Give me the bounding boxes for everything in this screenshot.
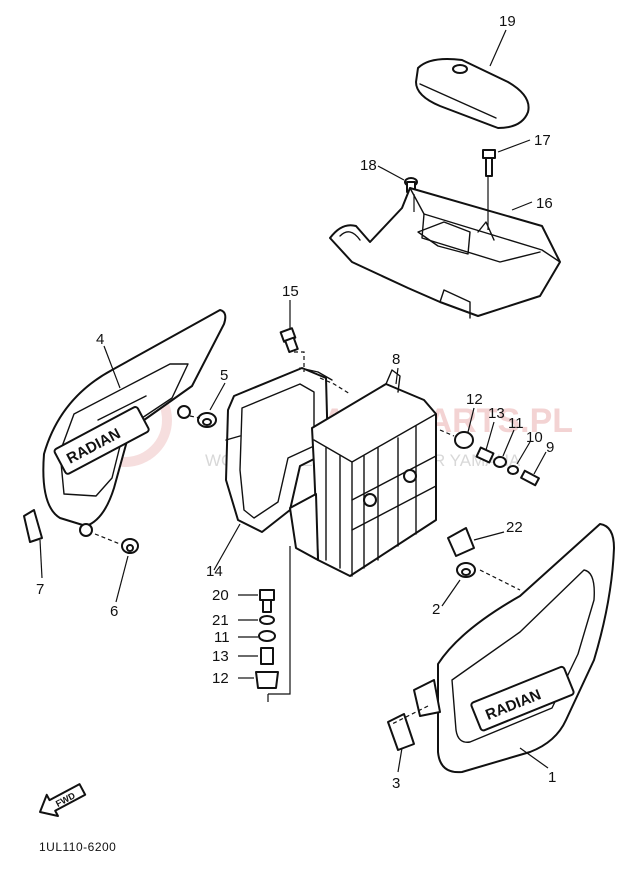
part-9-bolt [520,469,540,487]
lower-hardware-stack[interactable] [255,589,279,689]
part-13-spacer-right [475,446,495,464]
part-11-washer-right [493,456,507,468]
part-17-screw[interactable] [482,149,496,177]
callout-4: 4 [96,331,104,348]
callout-11-lower: 11 [214,629,230,646]
callout-20: 20 [212,587,229,604]
callout-13-lower: 13 [212,648,229,665]
part-15-bolt[interactable] [279,327,299,354]
callout-7: 7 [36,581,44,598]
part-7-clip[interactable] [23,509,43,543]
part-4-left-side-cover[interactable]: RADIAN [42,309,227,537]
callout-12-lower: 12 [212,670,229,687]
part-13-spacer-lower [260,647,274,665]
callout-15: 15 [282,283,299,300]
part-12-collar-lower [255,671,279,689]
callout-1: 1 [548,769,556,786]
callout-19: 19 [499,13,516,30]
callout-16: 16 [536,195,553,212]
callout-10: 10 [526,429,543,446]
part-10-washer [507,465,519,475]
diagram-code: 1UL110-6200 [39,840,117,854]
part-1-right-side-cover[interactable]: RADIAN [413,523,615,774]
part-6-grommet[interactable] [121,538,139,554]
callout-11-right: 11 [508,415,524,432]
callout-13-right: 13 [488,405,505,422]
callout-18: 18 [360,157,377,174]
callout-12-right: 12 [466,391,483,408]
callout-3: 3 [392,775,400,792]
part-21-washer [259,615,275,625]
callout-9: 9 [546,439,554,456]
part-20-bolt [259,589,275,601]
callout-2: 2 [432,601,440,618]
callout-6: 6 [110,603,118,620]
fwd-arrow-icon: FWD [39,783,87,818]
callout-8: 8 [392,351,400,368]
part-22-pad[interactable] [447,527,475,557]
part-12-collar-right [454,431,474,449]
callout-17: 17 [534,132,551,149]
callout-21: 21 [212,612,229,629]
callout-22: 22 [506,519,523,536]
part-8-battery-box[interactable] [289,369,437,577]
part-2-grommet[interactable] [456,562,476,578]
part-11-washer-lower [258,630,276,642]
part-16-battery-tray[interactable] [329,187,561,319]
part-19-cover[interactable] [415,58,530,129]
part-18-grommet[interactable] [404,177,418,193]
callout-5: 5 [220,367,228,384]
callout-labels: 19 17 18 16 15 4 5 8 12 13 11 10 9 22 14… [36,13,556,792]
assembly-lines [94,176,521,725]
part-5-grommet[interactable] [197,412,217,428]
right-hardware-stack[interactable] [454,431,540,487]
leader-lines [39,29,549,773]
callout-14: 14 [206,563,223,580]
